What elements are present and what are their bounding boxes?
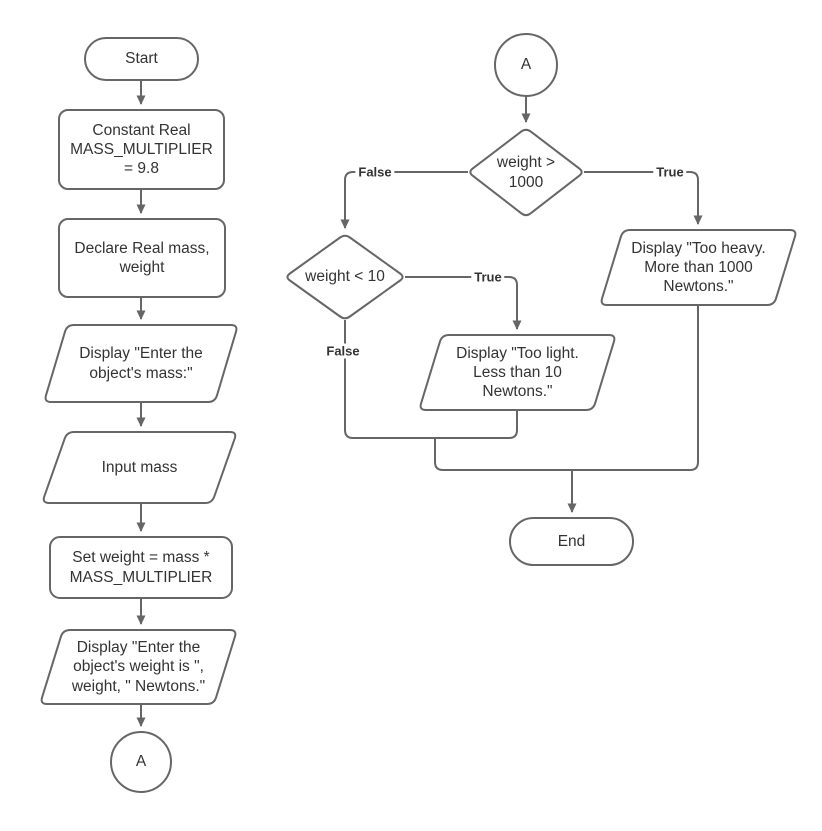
start-terminator-shape <box>84 37 199 81</box>
connector-a-left-shape <box>110 731 172 793</box>
decision-lt10-shape <box>286 234 404 320</box>
display-mass-io-shape <box>44 324 238 403</box>
display-weight-io-shape <box>40 629 237 705</box>
constant-process-shape <box>58 109 225 190</box>
set-weight-process-shape <box>49 536 233 599</box>
declare-process-shape <box>58 218 226 298</box>
decision-gt1000-shape <box>469 128 583 217</box>
edge-lt10-false-merge <box>344 320 518 439</box>
edge-gt1000-true-to-too-heavy <box>584 171 703 225</box>
edge-gt1000-false-to-decision-lt10 <box>340 171 468 229</box>
connector-a-right-shape <box>494 33 558 97</box>
end-terminator-shape <box>509 517 634 566</box>
connectors <box>136 80 703 727</box>
too-heavy-io-shape <box>600 229 797 306</box>
edge-lt10-true-to-too-light <box>405 276 522 330</box>
edge-too-heavy-merge <box>434 306 699 471</box>
shapes <box>40 33 797 793</box>
too-light-io-shape <box>419 334 616 411</box>
input-mass-io-shape <box>42 431 237 504</box>
